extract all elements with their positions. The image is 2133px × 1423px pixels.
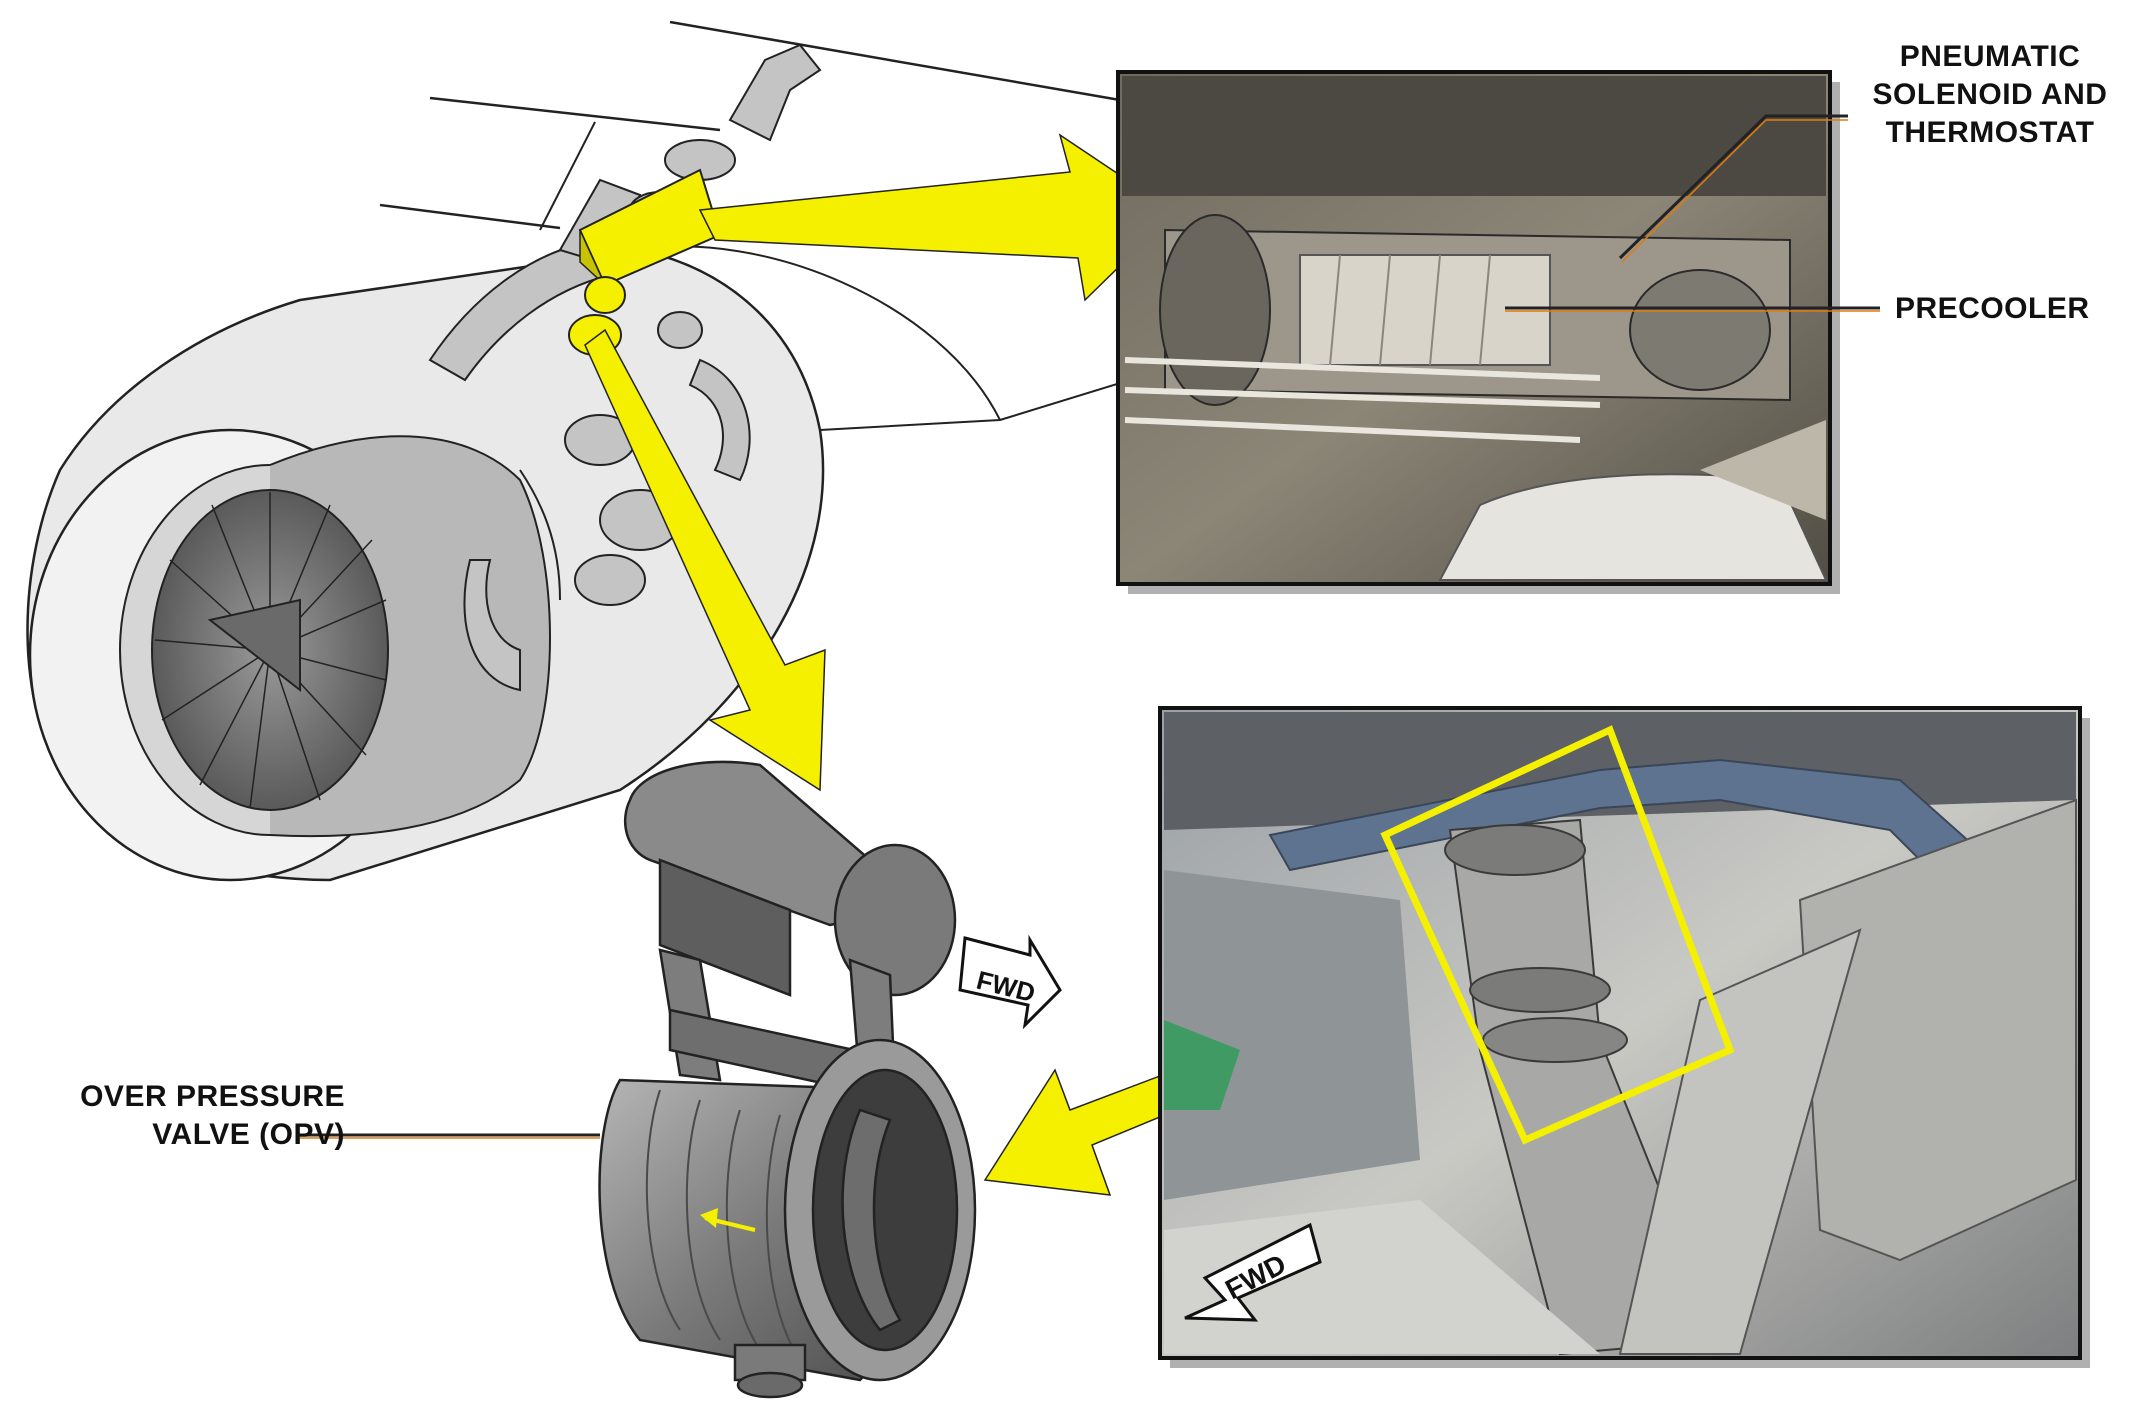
opv-label-line1: OVER PRESSURE (80, 1080, 345, 1113)
arrow-to-precooler-photo (698, 133, 1177, 302)
precooler-label: PRECOOLER (1895, 290, 2090, 328)
opv-label-line2: VALVE (OPV) (152, 1118, 345, 1151)
spinner-cone (207, 598, 301, 693)
fwd-arrow-photo (1184, 1222, 1322, 1322)
pneumatic-solenoid-label: PNEUMATIC SOLENOID AND THERMOSTAT (1855, 38, 2125, 152)
fwd-arrow-valve (958, 934, 1062, 1030)
precooler-photo (1116, 70, 1840, 594)
pneumatic-label-line3: THERMOSTAT (1885, 116, 2095, 149)
opv-illustration (598, 760, 977, 1399)
duct-photo (1158, 706, 2090, 1368)
duct-photo-highlight (1380, 725, 1735, 1145)
opv-label: OVER PRESSURE VALVE (OPV) (30, 1078, 345, 1154)
precooler-label-text: PRECOOLER (1895, 292, 2090, 325)
pneumatic-label-line2: SOLENOID AND (1872, 78, 2108, 111)
arrow-to-opv (584, 328, 826, 792)
engine-illustration (26, 20, 1131, 882)
leader-lines (300, 114, 1880, 1139)
leader-pneumatic (1618, 114, 1848, 260)
pneumatic-label-line1: PNEUMATIC (1899, 40, 2081, 73)
